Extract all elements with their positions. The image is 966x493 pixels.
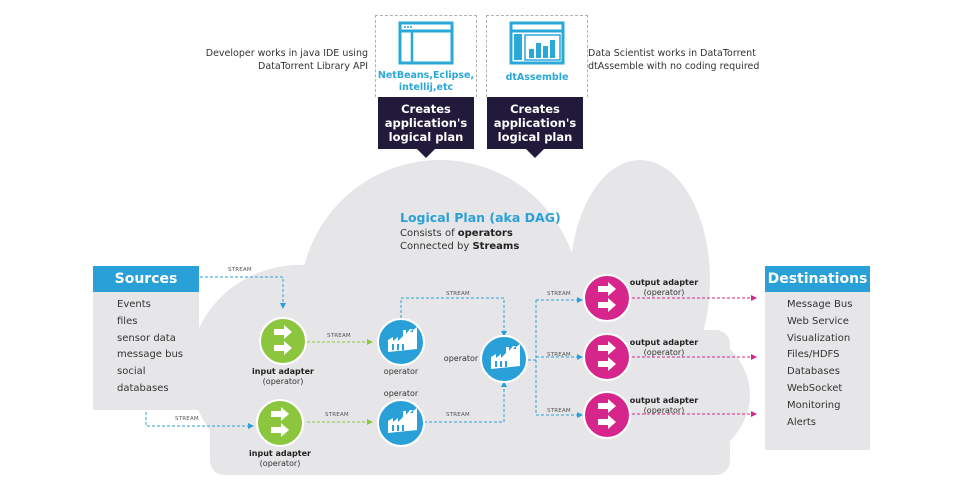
dtassemble-plan-box: Creates application's logical plan (487, 97, 583, 149)
destinations-title: Destinations (765, 266, 870, 292)
destination-item: Alerts (787, 416, 817, 428)
plan-text: Connected by (400, 241, 473, 252)
stream-label: STREAM (547, 291, 571, 297)
operator-2-label: operator (383, 389, 419, 398)
source-item: sensor data (117, 332, 176, 344)
output-adapter-1[interactable] (583, 274, 631, 322)
destination-item: WebSocket (787, 382, 843, 394)
logical-plan-title: Logical Plan (aka DAG) (400, 210, 561, 225)
node-subtitle: (operator) (643, 288, 685, 297)
stream-op2-to-op3 (424, 381, 507, 423)
ide-tool-label: NetBeans,Eclipse, intellij,etc (376, 70, 476, 94)
dashboard-chart-icon (509, 21, 565, 65)
dtassemble-tool-box: dtAssemble (486, 15, 588, 97)
source-item: databases (117, 382, 169, 394)
plan-text: Consists of (400, 228, 458, 239)
operator-3[interactable] (480, 335, 528, 383)
output-adapter-1-label: output adapter (operator) (624, 278, 704, 298)
stream-label: STREAM (547, 408, 571, 414)
logical-plan-line-operators: Consists of operators (400, 228, 513, 239)
input-adapter-1-label: input adapter (operator) (243, 367, 323, 387)
input-adapter-1[interactable] (259, 317, 307, 365)
sources-panel: Sources Events files sensor data message… (93, 266, 199, 410)
node-subtitle: (operator) (643, 348, 685, 357)
stream-label: STREAM (547, 352, 571, 358)
dtassemble-tool-label-line: dtAssemble (505, 72, 569, 83)
source-item: files (117, 315, 138, 327)
scientist-note-line: dtAssemble with no coding required (588, 61, 760, 72)
stream-sources-to-input-2 (145, 412, 254, 429)
stream-label: STREAM (327, 333, 351, 339)
destination-item: Files/HDFS (787, 349, 840, 361)
output-adapter-2[interactable] (583, 333, 631, 381)
plan-line: Creates (510, 102, 560, 116)
sources-list: Events files sensor data message bus soc… (117, 297, 183, 398)
stream-label: STREAM (228, 267, 252, 273)
node-subtitle: (operator) (262, 377, 304, 386)
sources-title: Sources (93, 266, 199, 292)
plan-line: logical plan (497, 130, 573, 144)
stream-op1-to-op3 (400, 297, 507, 337)
node-subtitle: (operator) (259, 459, 301, 468)
destination-item: Message Bus (787, 299, 853, 310)
developer-note-line: Developer works in java IDE using (205, 48, 368, 59)
destination-item: Databases (787, 366, 840, 378)
output-adapter-3-label: output adapter (operator) (624, 396, 704, 416)
node-title: output adapter (629, 338, 699, 347)
destination-item: Visualization (787, 332, 851, 344)
destination-item: Web Service (787, 315, 849, 327)
node-title: output adapter (629, 278, 699, 287)
stream-label: STREAM (446, 412, 470, 418)
logical-plan-line-streams: Connected by Streams (400, 241, 519, 252)
operator-2[interactable] (377, 399, 425, 447)
destinations-panel: Destinations Message Bus Web Service Vis… (765, 266, 870, 450)
plan-line: logical plan (388, 130, 464, 144)
node-title: output adapter (629, 396, 699, 405)
node-subtitle: (operator) (643, 406, 685, 415)
operator-1[interactable] (377, 318, 425, 366)
destination-item: Monitoring (787, 399, 841, 411)
developer-note-line: DataTorrent Library API (258, 61, 368, 72)
stream-label: STREAM (175, 416, 199, 422)
output-adapter-3[interactable] (583, 391, 631, 439)
plan-text-bold: operators (457, 228, 513, 239)
input-adapter-2-label: input adapter (operator) (240, 449, 320, 469)
stream-label: STREAM (325, 412, 349, 418)
output-adapter-2-label: output adapter (operator) (624, 338, 704, 358)
operator-3-label: operator (443, 354, 479, 363)
scientist-note-line: Data Scientist works in DataTorrent (588, 48, 756, 59)
stream-label: STREAM (446, 291, 470, 297)
scientist-note: Data Scientist works in DataTorrent dtAs… (588, 47, 788, 73)
ide-plan-pointer (417, 149, 435, 158)
ide-plan-box: Creates application's logical plan (378, 97, 474, 149)
dtassemble-tool-label: dtAssemble (487, 72, 587, 84)
node-title: input adapter (252, 367, 314, 376)
operator-1-label: operator (383, 367, 419, 376)
input-adapter-2[interactable] (256, 399, 304, 447)
ide-tool-label-line: NetBeans,Eclipse, (377, 70, 475, 81)
dtassemble-plan-pointer (526, 149, 544, 158)
source-item: message bus (117, 349, 184, 361)
plan-text-bold: Streams (472, 241, 520, 252)
plan-line: Creates (401, 102, 451, 116)
ide-tool-box: NetBeans,Eclipse, intellij,etc (375, 15, 477, 97)
source-item: social (117, 366, 146, 378)
node-title: input adapter (249, 449, 311, 458)
ide-window-icon (398, 21, 454, 65)
ide-tool-label-line: intellij,etc (398, 82, 454, 93)
stream-sources-to-input-1 (200, 276, 286, 309)
developer-note: Developer works in java IDE using DataTo… (200, 47, 368, 73)
plan-line: application's (384, 116, 468, 130)
destinations-list: Message Bus Web Service Visualization Fi… (787, 297, 852, 431)
source-item: Events (117, 299, 151, 310)
plan-line: application's (493, 116, 577, 130)
